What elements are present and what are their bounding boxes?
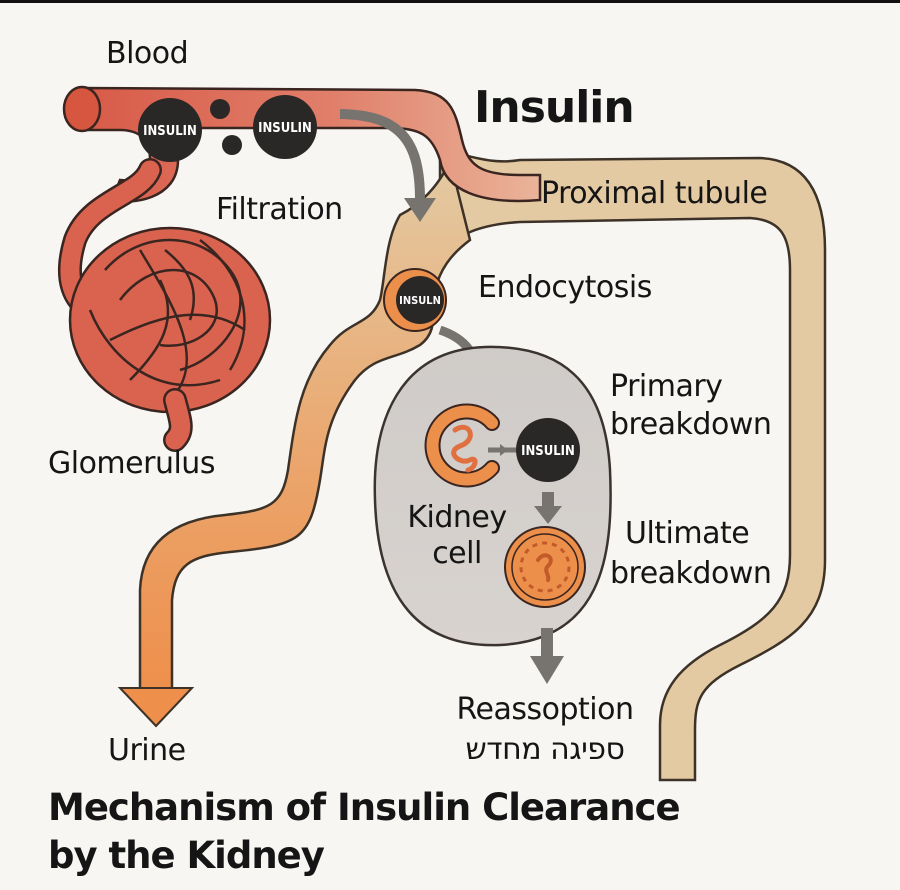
blood-insulin-molecule-2: INSULIN xyxy=(253,95,317,159)
primary-breakdown-line2: breakdown xyxy=(610,407,772,442)
kidney-cell xyxy=(373,345,612,647)
kidney-cell-line1: Kidney xyxy=(407,500,507,535)
svg-text:INSULIN: INSULIN xyxy=(143,124,197,139)
reabsorption-hebrew: ספיגה מחדש xyxy=(465,732,625,767)
primary-to-ultimate-arrow xyxy=(534,492,562,524)
cell-insulin-molecule: INSULIN xyxy=(516,418,580,482)
vessel-opening xyxy=(62,85,102,133)
blood-label: Blood xyxy=(106,36,189,71)
primary-breakdown-label: Primary breakdown xyxy=(610,368,772,444)
small-particle-2 xyxy=(222,135,242,155)
reabsorption-line1: Reassoption xyxy=(456,692,634,727)
reabsorption-arrow xyxy=(530,628,564,684)
ultimate-breakdown-organelle xyxy=(504,526,586,608)
top-border xyxy=(0,0,900,3)
endocytosis-label: Endocytosis xyxy=(478,270,652,305)
diagram-title: Mechanism of Insulin Clearance by the Ki… xyxy=(48,784,808,880)
svg-text:INSULN: INSULN xyxy=(399,294,441,307)
title-line2: by the Kidney xyxy=(48,834,325,877)
primary-breakdown-line1: Primary xyxy=(610,369,723,404)
urine-arrow-head xyxy=(117,687,195,728)
ultimate-breakdown-line1: Ultimate xyxy=(625,516,750,551)
filtration-arrow xyxy=(339,109,436,222)
proximal-tubule-loop xyxy=(438,148,827,782)
ultimate-breakdown-line2: breakdown xyxy=(610,556,772,591)
svg-text:INSULIN: INSULIN xyxy=(258,121,312,136)
insulin-heading: Insulin xyxy=(474,82,635,133)
blood-insulin-molecule-1: INSULIN xyxy=(138,98,202,162)
urine-label: Urine xyxy=(108,733,186,768)
proximal-tubule-label: Proximal tubule xyxy=(541,176,768,211)
title-line1: Mechanism of Insulin Clearance xyxy=(48,786,681,829)
small-particle-1 xyxy=(210,99,230,119)
filtration-label: Filtration xyxy=(216,192,343,227)
kidney-cell-label: Kidney cell xyxy=(392,500,522,572)
glomerulus-label: Glomerulus xyxy=(48,446,215,481)
glomerulus xyxy=(58,158,272,452)
svg-text:INSULIN: INSULIN xyxy=(521,444,575,459)
lysosome-icon xyxy=(424,403,500,488)
endocytosis-vesicle: INSULN xyxy=(383,268,447,332)
reabsorption-label: Reassoption ספיגה מחדש xyxy=(430,690,660,770)
kidney-cell-line2: cell xyxy=(432,536,482,571)
insulin-to-lysosome-arrow xyxy=(488,444,516,456)
ultimate-breakdown-label: Ultimate breakdown xyxy=(610,514,772,594)
